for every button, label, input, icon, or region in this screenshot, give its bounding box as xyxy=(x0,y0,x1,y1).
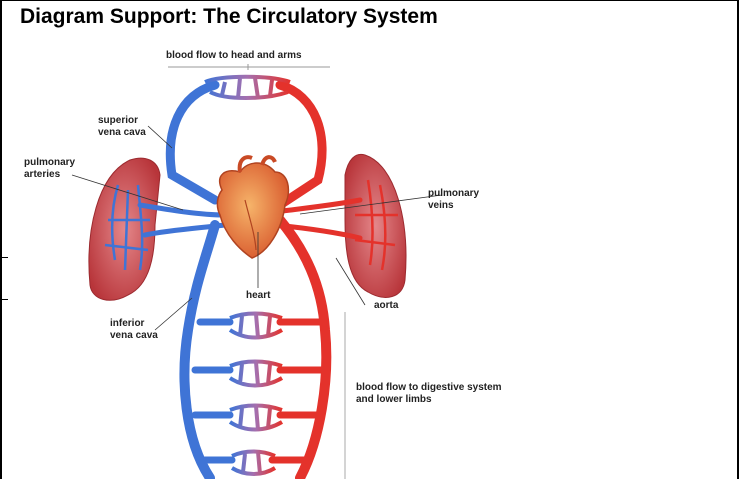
label-pulm-arteries-line1: pulmonary xyxy=(24,157,75,169)
top-flow-bracket xyxy=(168,64,330,70)
label-pulmonary-arteries: pulmonary arteries xyxy=(24,157,75,181)
label-superior-line2: vena cava xyxy=(98,127,146,139)
left-lung xyxy=(89,158,160,300)
label-pulm-arteries-line2: arteries xyxy=(24,169,75,181)
label-pulm-veins-line1: pulmonary xyxy=(428,188,479,200)
label-inferior-line2: vena cava xyxy=(110,330,158,342)
label-lower-flow-line2: and lower limbs xyxy=(356,394,502,406)
label-superior-line1: superior xyxy=(98,115,146,127)
aorta-vessels xyxy=(272,85,360,478)
label-heart: heart xyxy=(246,290,270,302)
label-inferior-vena-cava: inferior vena cava xyxy=(110,318,158,342)
label-top-flow: blood flow to head and arms xyxy=(166,50,302,62)
label-inferior-line1: inferior xyxy=(110,318,158,330)
label-lower-flow-line1: blood flow to digestive system xyxy=(356,382,502,394)
label-lower-flow: blood flow to digestive system and lower… xyxy=(356,382,502,406)
label-pulm-veins-line2: veins xyxy=(428,200,479,212)
label-aorta: aorta xyxy=(374,300,398,312)
heart-organ xyxy=(217,157,288,258)
label-superior-vena-cava: superior vena cava xyxy=(98,115,146,139)
label-pulmonary-veins: pulmonary veins xyxy=(428,188,479,212)
right-lung xyxy=(345,154,406,297)
vena-cava-vessels xyxy=(140,85,232,478)
